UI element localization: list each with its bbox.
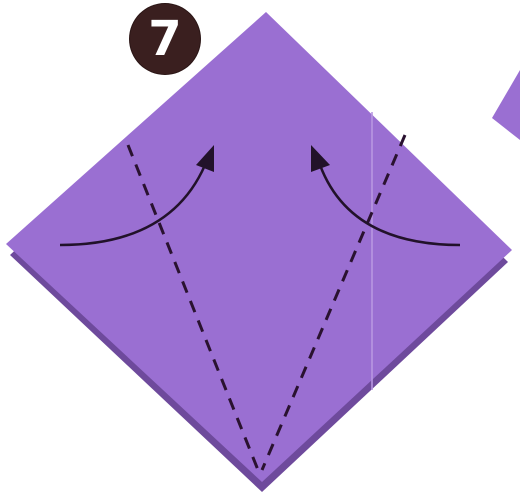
paper-square [6,12,512,482]
adjacent-paper-fragment [492,70,520,140]
step-number-label: 7 [148,15,181,63]
step-number-badge: 7 [130,4,200,74]
